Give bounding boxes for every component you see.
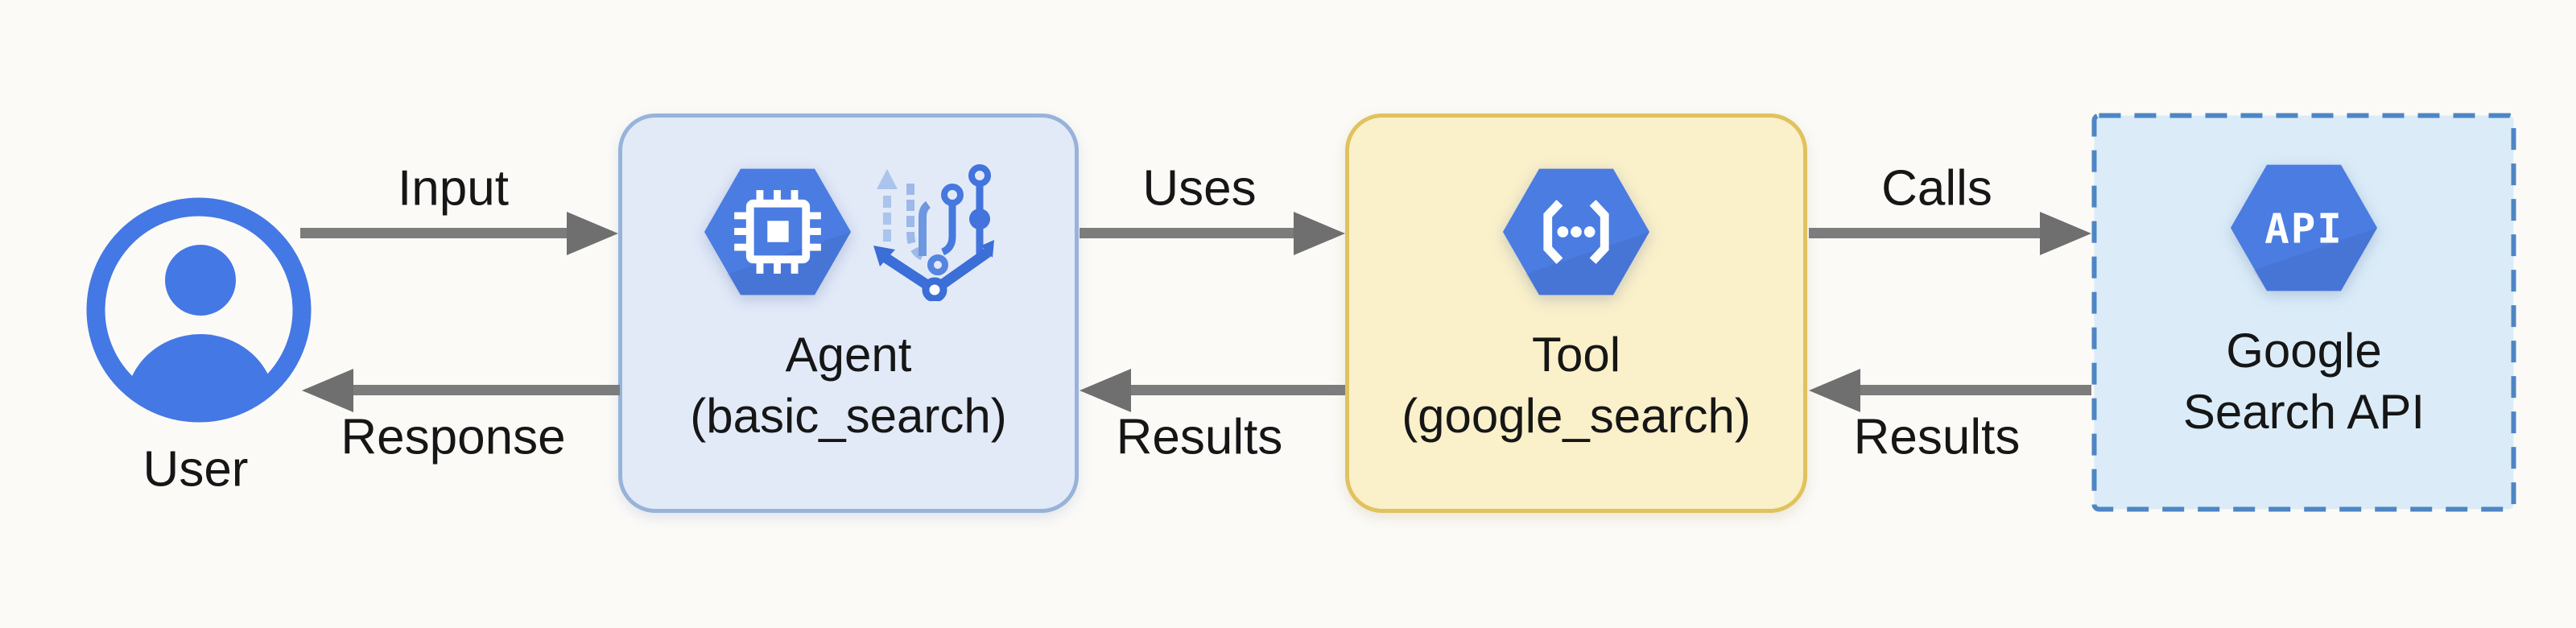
uses-arrow-label: Uses — [1142, 160, 1257, 217]
calls-arrow — [1809, 212, 2091, 255]
agent-icon-row — [703, 163, 994, 301]
tool-icon-row — [1501, 163, 1651, 300]
response-arrow-label: Response — [341, 409, 566, 465]
tool-node: Tool (google_search) — [1345, 114, 1807, 513]
agent-node: Agent (basic_search) — [618, 114, 1079, 513]
tool-node-subtitle: (google_search) — [1402, 389, 1751, 443]
response-arrow — [302, 369, 620, 412]
agent-node-subtitle: (basic_search) — [690, 389, 1007, 443]
results-api-to-tool-arrow — [1809, 369, 2091, 412]
api-node-title-line1: Google — [2226, 324, 2382, 378]
results-api-to-tool-label: Results — [1853, 409, 2021, 465]
api-hexagon-icon: API — [2230, 164, 2378, 291]
code-brackets-hexagon-icon — [1502, 168, 1650, 295]
api-hexagon-text: API — [2264, 205, 2343, 253]
input-arrow — [300, 212, 618, 255]
api-node-title-line2: Search API — [2182, 385, 2425, 439]
calls-arrow-label: Calls — [1881, 160, 1992, 217]
uses-arrow — [1080, 212, 1345, 255]
branch-network-icon — [873, 164, 994, 301]
api-node: API Google Search API — [2091, 113, 2516, 512]
results-tool-to-agent-label: Results — [1116, 409, 1283, 465]
ai-chip-hexagon-icon — [704, 168, 852, 295]
api-icon-row: API — [2229, 159, 2379, 296]
results-tool-to-agent-arrow — [1080, 369, 1345, 412]
tool-node-title: Tool — [1531, 328, 1621, 382]
api-node-dashed-border — [2091, 113, 2516, 512]
agent-node-title: Agent — [785, 328, 912, 382]
user-node-label: User — [142, 441, 249, 498]
input-arrow-label: Input — [398, 160, 509, 217]
user-avatar-icon — [86, 197, 312, 423]
